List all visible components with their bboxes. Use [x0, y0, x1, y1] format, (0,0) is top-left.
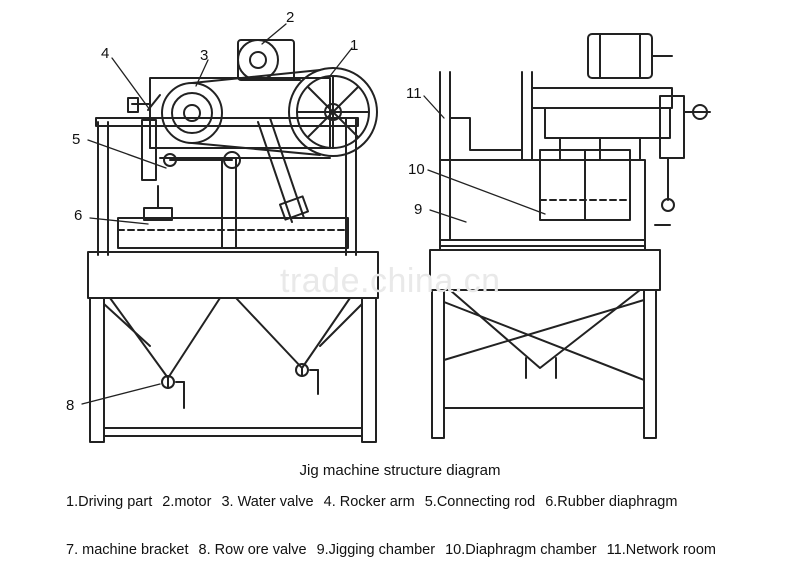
legend-item-network-room: 11.Network room [606, 542, 716, 558]
callout-4: 4 [101, 45, 109, 62]
driving-part-flywheel [288, 67, 378, 157]
callout-3: 3 [200, 47, 208, 64]
callout-8: 8 [66, 397, 74, 414]
legend-item-diaphragm-chamber: 10.Diaphragm chamber [445, 542, 597, 558]
diaphragm-chamber [539, 149, 631, 221]
callout-10: 10 [408, 161, 425, 178]
legend-item-machine-bracket: 7. machine bracket [66, 542, 189, 558]
callout-11: 11 [406, 85, 422, 102]
legend-item-rubber-diaphragm: 6.Rubber diaphragm [545, 494, 678, 510]
legend-item-jigging-chamber: 9.Jigging chamber [316, 542, 436, 558]
callout-1: 1 [350, 37, 358, 54]
legend-item-water-valve: 3. Water valve [221, 494, 314, 510]
callout-5: 5 [72, 131, 80, 148]
callout-numbers: 1 2 3 4 5 6 8 11 10 9 [66, 9, 425, 414]
network-room [439, 71, 533, 241]
callout-9: 9 [414, 201, 422, 218]
row-ore-valve [161, 363, 319, 409]
watermark: trade.china.cn [280, 262, 501, 300]
left-jig-machine [87, 39, 379, 443]
legend-item-row-ore-valve: 8. Row ore valve [198, 542, 307, 558]
rocker-arm [127, 94, 161, 181]
callout-6: 6 [74, 207, 82, 224]
legend-item-connecting-rod: 5.Connecting rod [424, 494, 536, 510]
legend-item-rocker-arm: 4. Rocker arm [323, 494, 415, 510]
motor [237, 39, 301, 81]
water-valve [161, 82, 223, 144]
leader-lines [81, 23, 546, 405]
jigging-chamber [439, 159, 646, 251]
right-jig-machine [429, 33, 711, 439]
legend-item-motor: 2.motor [162, 494, 212, 510]
legend-item-driving-part: 1.Driving part [66, 494, 153, 510]
rubber-diaphragm [117, 185, 349, 249]
legend-line-2: 7. machine bracket 8. Row ore valve 9.Ji… [66, 542, 722, 558]
legend-line-1: 1.Driving part 2.motor 3. Water valve 4.… [66, 494, 683, 510]
diagram-caption: Jig machine structure diagram [299, 462, 501, 479]
callout-2: 2 [286, 9, 294, 26]
machine-bracket [89, 297, 377, 443]
